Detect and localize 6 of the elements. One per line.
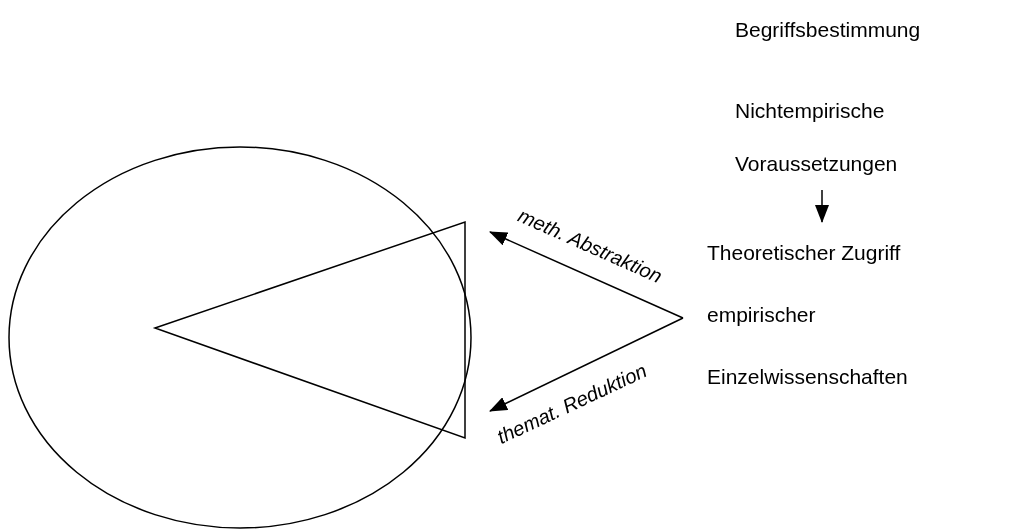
arrow <box>815 189 829 223</box>
text-label: Nichtempirische Voraussetzungen <box>735 84 995 190</box>
arrow <box>489 231 684 319</box>
text-label: Theoretischer Zugriff empirischer Einzelwissenschaften <box>683 222 983 408</box>
arrow <box>489 317 684 412</box>
text-label: Begriffsbestimmung <box>735 8 995 52</box>
